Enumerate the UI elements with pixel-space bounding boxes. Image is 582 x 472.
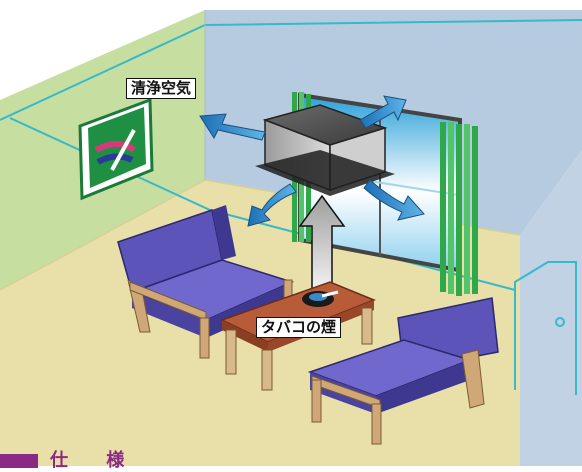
airflow-arrow-down-right — [363, 179, 425, 221]
right-wall — [520, 150, 582, 466]
heading-marker-bar — [0, 454, 38, 468]
door-icon — [514, 261, 577, 395]
heading-text: 仕 様 — [50, 450, 141, 471]
airflow-arrow-up-left — [199, 113, 266, 141]
specification-heading: 仕 様 — [0, 448, 300, 471]
air-purifier-unit-icon — [255, 104, 395, 196]
room-walls — [0, 10, 582, 466]
no-smoking-sign-icon — [78, 97, 154, 201]
clean-air-arrows — [199, 95, 425, 227]
sofa-right — [307, 297, 499, 445]
airflow-arrow-down-left — [247, 183, 297, 227]
curtain-right — [440, 122, 478, 296]
smoke-label: タバコの煙 — [256, 317, 342, 338]
airflow-arrow-up-right — [359, 95, 407, 129]
clean-air-label: 清浄空気 — [126, 78, 197, 99]
ashtray-icon — [302, 290, 339, 307]
smoke-arrow — [298, 194, 346, 293]
